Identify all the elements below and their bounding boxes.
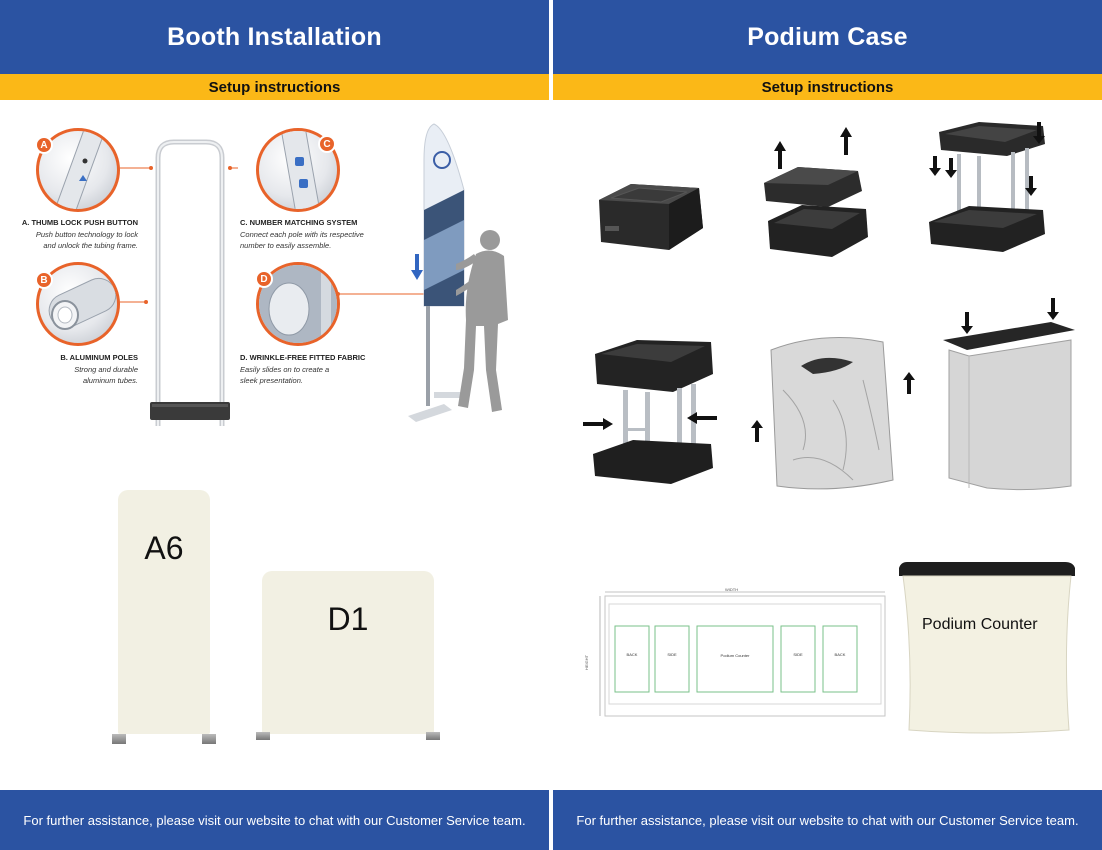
feature-c-desc-line2: number to easily assemble. bbox=[240, 241, 332, 250]
step4-assembled-frame bbox=[583, 340, 717, 484]
template-section-counter: Podium Counter bbox=[720, 653, 750, 658]
booth-installation-panel: Booth Installation Setup instructions A … bbox=[0, 0, 549, 850]
feature-a-desc-line2: and unlock the tubing frame. bbox=[43, 241, 138, 250]
template-height-label: HEIGHT bbox=[584, 654, 590, 671]
feature-d-desc-line2: sleek presentation. bbox=[240, 376, 303, 385]
podium-footer: For further assistance, please visit our… bbox=[553, 790, 1102, 850]
d1-foot-left bbox=[256, 732, 270, 740]
feature-a-desc: Push button technology to lock and unloc… bbox=[10, 229, 138, 251]
feature-a-desc-line1: Push button technology to lock bbox=[35, 230, 138, 239]
feature-b-desc: Strong and durable aluminum tubes. bbox=[10, 364, 138, 386]
badge-d-icon: D bbox=[255, 270, 273, 288]
a6-foot-left bbox=[112, 734, 126, 744]
feature-c-desc-line1: Connect each pole with its respective bbox=[240, 230, 364, 239]
tube-frame-illustration bbox=[150, 139, 230, 426]
template-width-label: WIDTH bbox=[725, 587, 739, 592]
panel-divider bbox=[549, 0, 553, 850]
template-section-back-right: BACK bbox=[834, 652, 846, 657]
feature-a-title: A. THUMB LOCK PUSH BUTTON bbox=[21, 218, 138, 227]
feature-c-title: C. NUMBER MATCHING SYSTEM bbox=[240, 218, 358, 227]
feature-b-title: B. ALUMINUM POLES bbox=[60, 353, 138, 362]
feature-d-desc: Easily slides on to create a sleek prese… bbox=[240, 364, 400, 386]
d1-display: D1 bbox=[262, 571, 434, 734]
a6-foot-right bbox=[202, 734, 216, 744]
feature-c-desc: Connect each pole with its respective nu… bbox=[240, 229, 400, 251]
template-section-side-right: SIDE bbox=[793, 652, 803, 657]
booth-installation-title: Booth Installation bbox=[0, 0, 549, 74]
podium-counter-render bbox=[899, 562, 1075, 734]
template-section-side-left: SIDE bbox=[667, 652, 677, 657]
booth-setup-subtitle: Setup instructions bbox=[0, 74, 549, 100]
badge-a-icon: A bbox=[35, 136, 53, 154]
d1-label: D1 bbox=[327, 601, 369, 637]
podium-print-template bbox=[599, 591, 886, 717]
podium-setup-subtitle: Setup instructions bbox=[553, 74, 1102, 100]
step2-lid-removal bbox=[764, 127, 868, 257]
d1-foot-right bbox=[426, 732, 440, 740]
podium-case-panel: Podium Case Setup instructions bbox=[553, 0, 1102, 850]
step1-closed-case bbox=[599, 184, 703, 250]
a6-label: A6 bbox=[144, 530, 184, 566]
a6-display: A6 bbox=[118, 490, 210, 734]
podium-counter-label: Podium Counter bbox=[922, 616, 1038, 633]
badge-b-icon: B bbox=[35, 271, 53, 289]
callout-connectors bbox=[118, 166, 238, 304]
feature-b-desc-line2: aluminum tubes. bbox=[82, 376, 138, 385]
flag-assembly-illustration bbox=[338, 123, 508, 422]
step3-leg-insertion bbox=[929, 122, 1045, 252]
feature-b-desc-line1: Strong and durable bbox=[74, 365, 138, 374]
booth-footer: For further assistance, please visit our… bbox=[0, 790, 549, 850]
fitted-fabric-closeup bbox=[256, 262, 340, 346]
step6-top-placement bbox=[943, 298, 1075, 491]
feature-d-title: D. WRINKLE-FREE FITTED FABRIC bbox=[240, 353, 366, 362]
badge-c-icon: C bbox=[318, 135, 336, 153]
feature-d-desc-line1: Easily slides on to create a bbox=[240, 365, 330, 374]
template-section-back-left: BACK bbox=[626, 652, 638, 657]
aluminum-pole-closeup bbox=[36, 262, 120, 346]
podium-case-title: Podium Case bbox=[553, 0, 1102, 74]
step5-fabric-cover bbox=[751, 337, 915, 490]
